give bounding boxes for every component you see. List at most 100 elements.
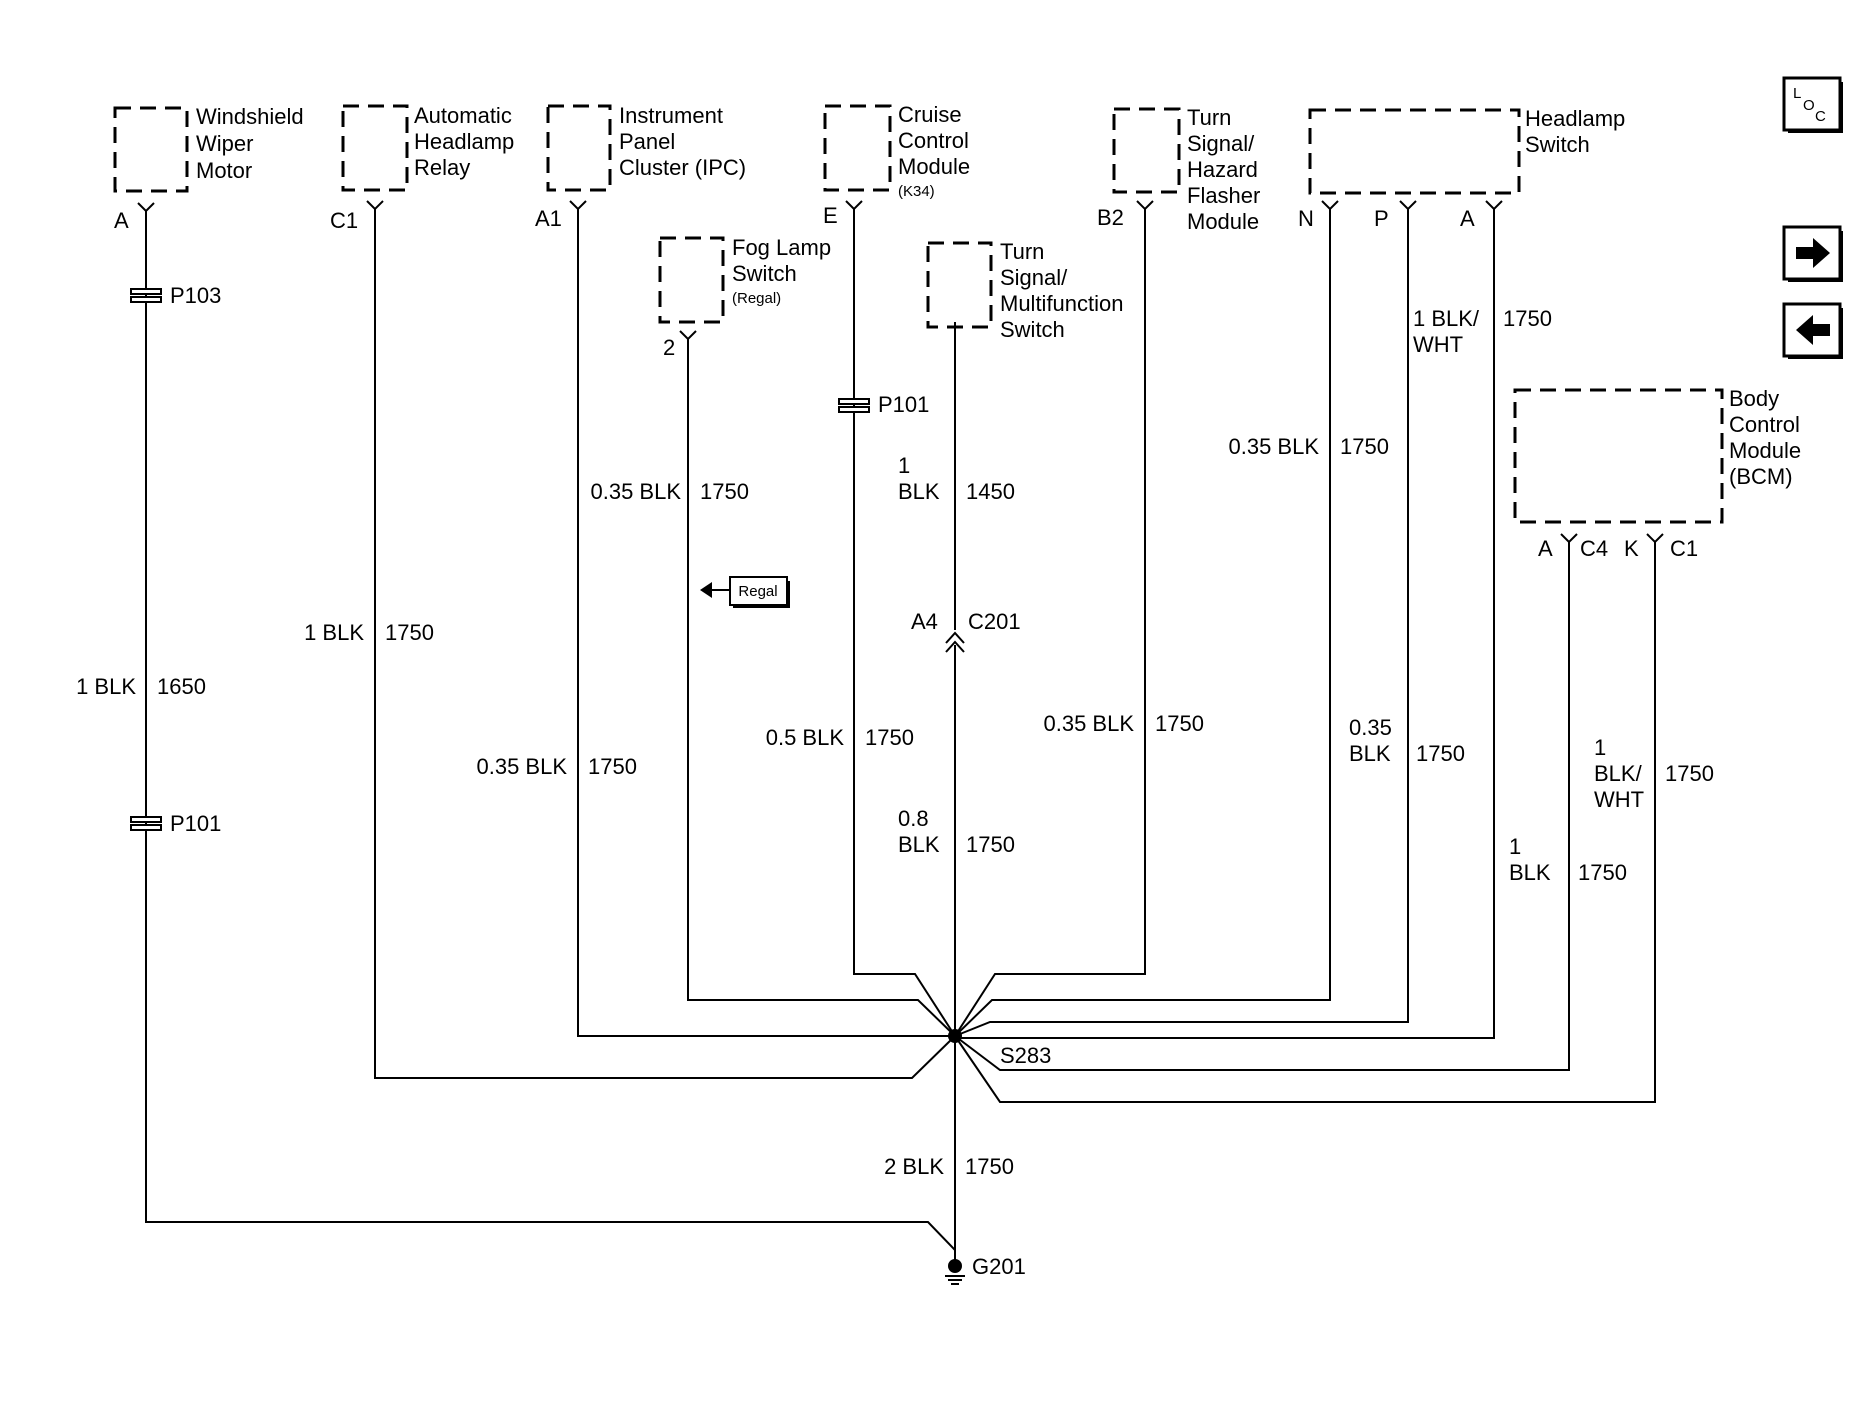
p101-left-connector [130,816,162,831]
hs-a-pin: A [1460,206,1475,231]
hs-p-wire-circuit: 1750 [1503,306,1552,331]
relay-label-2: Headlamp [414,129,514,154]
forward-button[interactable] [1782,225,1843,282]
wiper-pin-fork [137,202,155,213]
hs-n-pin-fork [1321,200,1339,211]
hs-n-top-wire-circuit: 1750 [1340,434,1389,459]
relay-wire [374,209,956,1079]
p101-left-label: P101 [170,811,221,836]
turn-multi-label-3: Multifunction [1000,291,1124,316]
locator-letter-o: O [1803,97,1815,114]
bcm-c1-wire-gauge: 1 [1594,735,1606,760]
relay-label-3: Relay [414,155,470,180]
bcm-label-2: Control [1729,412,1800,437]
ipc-label-3: Cluster (IPC) [619,155,746,180]
flasher-label-2: Signal/ [1187,131,1255,156]
bcm-a-wire-color: BLK [1509,860,1551,885]
locator-letter-l: L [1793,85,1801,102]
hs-p-pin: P [1374,206,1389,231]
turn-top-wire-circuit: 1450 [966,479,1015,504]
turn-multi-label-1: Turn [1000,239,1044,264]
bcm-a-pin-fork [1560,533,1578,544]
s283-splice [948,1029,962,1043]
hs-p-wire-color: WHT [1413,332,1463,357]
cruise-sub-label: (K34) [898,183,935,200]
windshield-wiper-motor-box [113,106,189,193]
forward-arrow-icon [1796,238,1830,268]
turn-bottom-wire-gauge: 0.8 [898,806,929,831]
flasher-wire [954,209,1146,1037]
flasher-wire-circuit: 1750 [1155,711,1204,736]
automatic-headlamp-relay-box [341,104,409,192]
fog-pin-fork [679,330,697,341]
bcm-a-wire-gauge: 1 [1509,834,1521,859]
p101-mid-label: P101 [878,392,929,417]
bcm-c4-pin: C4 [1580,536,1608,561]
hs-a-pin-fork [1485,200,1503,211]
flasher-label-3: Hazard [1187,157,1258,182]
hs-p-wire-gauge: 1 BLK/ [1413,306,1480,331]
relay-wire-gauge: 1 BLK [304,620,364,645]
ipc-label-1: Instrument [619,103,723,128]
wiper-wire-gauge: 1 BLK [76,674,136,699]
back-arrow-icon [1796,315,1830,345]
cruise-control-module-box [823,104,892,192]
fog-label-2: Switch [732,261,797,286]
fog-wire-gauge: 0.35 BLK [590,479,681,504]
bcm-c1-wire-circuit: 1750 [1665,761,1714,786]
fog-wire-circuit: 1750 [700,479,749,504]
regal-flag-label: Regal [738,583,777,600]
headlamp-switch-label-1: Headlamp [1525,106,1625,131]
bcm-k-pin: K [1624,536,1639,561]
ground-wire-gauge: 2 BLK [884,1154,944,1179]
turn-bottom-wire-color: BLK [898,832,940,857]
c201-pin-label: A4 [911,609,938,634]
bcm-a-wire [954,542,1570,1071]
locator-button[interactable]: L O C [1782,76,1843,133]
hs-n-bottom-wire-gauge: 0.35 [1349,715,1392,740]
ipc-wire-gauge: 0.35 BLK [476,754,567,779]
turn-signal-hazard-flasher-module-box [1112,107,1181,194]
flasher-label-4: Flasher [1187,183,1260,208]
locator-letter-c: C [1815,108,1826,125]
headlamp-switch-box [1308,108,1521,195]
bcm-a-wire-circuit: 1750 [1578,860,1627,885]
relay-wire-circuit: 1750 [385,620,434,645]
back-button[interactable] [1782,302,1843,359]
fog-sub-label: (Regal) [732,290,781,307]
turn-multi-label-4: Switch [1000,317,1065,342]
fog-label-1: Fog Lamp [732,235,831,260]
body-control-module-box [1513,388,1724,524]
hs-n-pin: N [1298,206,1314,231]
cruise-wire-gauge: 0.5 BLK [766,725,845,750]
bcm-a-pin: A [1538,536,1553,561]
relay-label-1: Automatic [414,103,512,128]
flasher-wire-gauge: 0.35 BLK [1043,711,1134,736]
regal-flag-arrow-icon [700,582,712,598]
hs-a-wire [955,209,1495,1039]
cruise-label-3: Module [898,154,970,179]
turn-top-wire-gauge: 1 [898,453,910,478]
fog-pin: 2 [663,335,675,360]
ground-symbol [945,1259,965,1285]
hs-n-top-wire-gauge: 0.35 BLK [1228,434,1319,459]
fog-wire [687,339,956,1037]
hs-p-pin-fork [1399,200,1417,211]
wiper-pin: A [114,208,129,233]
p103-label: P103 [170,283,221,308]
bcm-c1-pin: C1 [1670,536,1698,561]
hs-n-bottom-wire-color: BLK [1349,741,1391,766]
wiper-label-1: Windshield [196,104,304,129]
cruise-label-1: Cruise [898,102,962,127]
wiper-label-2: Wiper [196,131,253,156]
cruise-wire-circuit: 1750 [865,725,914,750]
bcm-c1-wire-color: BLK/ [1594,761,1643,786]
regal-flag: Regal [700,576,790,608]
flasher-label-1: Turn [1187,105,1231,130]
wiper-wire-circuit: 1650 [157,674,206,699]
turn-bottom-wire-circuit: 1750 [966,832,1015,857]
flasher-label-5: Module [1187,209,1259,234]
cruise-pin: E [823,203,838,228]
cruise-pin-fork [845,200,863,211]
turn-signal-multifunction-switch-box [926,241,993,329]
